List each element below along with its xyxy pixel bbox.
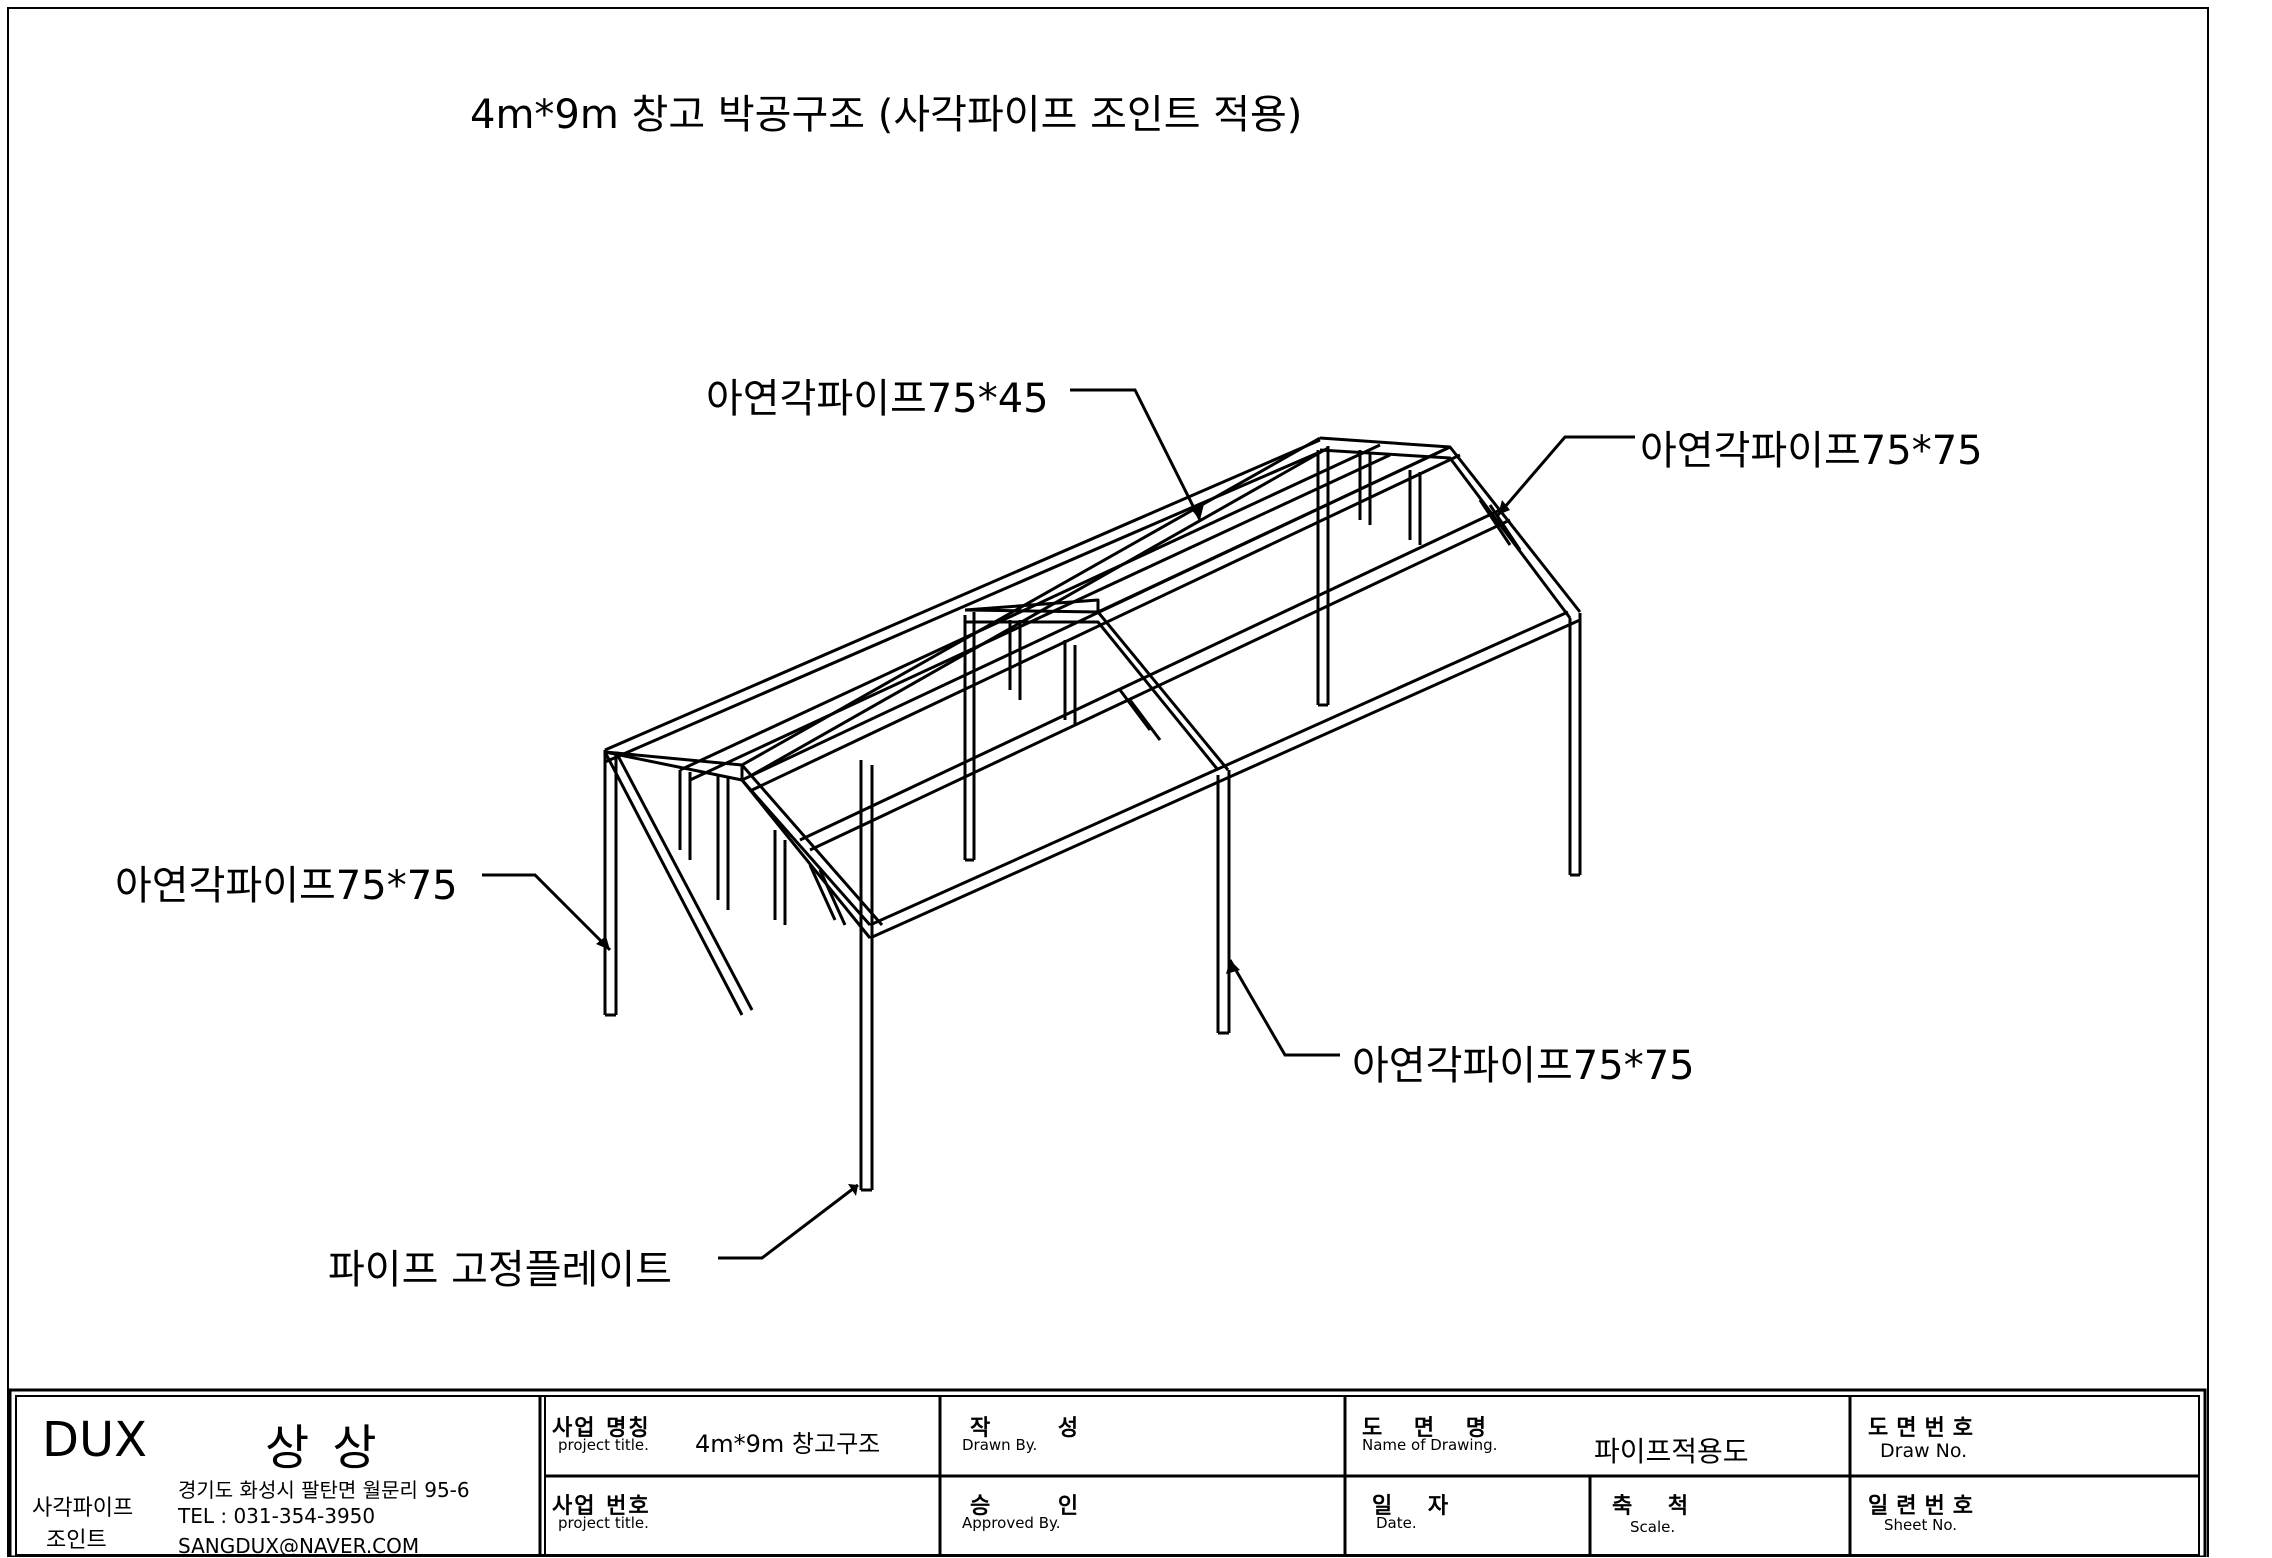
steel-frame bbox=[603, 436, 1582, 1192]
project-no-sub: project title. bbox=[558, 1514, 649, 1532]
company-brand: DUX bbox=[42, 1412, 147, 1468]
leader-base-plate bbox=[718, 1183, 859, 1260]
approved-by-label: 승 인 bbox=[970, 1494, 1109, 1519]
callout-middle-column: 아연각파이프75*75 bbox=[1352, 1043, 1695, 1089]
callout-left-column: 아연각파이프75*75 bbox=[115, 863, 458, 909]
scale-sub: Scale. bbox=[1630, 1518, 1676, 1536]
project-name-value: 4m*9m 창고구조 bbox=[695, 1430, 881, 1458]
front-gable-truss bbox=[603, 750, 884, 1016]
leader-arrowheads bbox=[596, 500, 1510, 1196]
scale-label: 축 척 bbox=[1612, 1494, 1703, 1519]
leader-lines bbox=[482, 388, 1635, 1260]
project-no-label: 사업 번호 bbox=[552, 1494, 651, 1519]
drawn-by-label: 작 성 bbox=[970, 1416, 1109, 1441]
drawing-name-value: 파이프적용도 bbox=[1594, 1435, 1749, 1468]
drawing-title: 4m*9m 창고 박공구조 (사각파이프 조인트 적용) bbox=[470, 92, 1303, 138]
company-address: 경기도 화성시 팔탄면 월문리 95-6 bbox=[178, 1478, 470, 1502]
ridge-and-purlins bbox=[679, 436, 1511, 852]
title-block-frame bbox=[8, 1388, 2207, 1557]
leader-top-ridge bbox=[1070, 388, 1202, 521]
sheet-no-sub: Sheet No. bbox=[1884, 1516, 1958, 1534]
callout-top-ridge: 아연각파이프75*45 bbox=[706, 376, 1049, 422]
drawing-no-label: 도면번호 bbox=[1868, 1416, 1981, 1441]
leader-left-column bbox=[482, 873, 612, 952]
company-email: SANGDUX@NAVER.COM bbox=[178, 1534, 420, 1558]
company-product-line2: 조인트 bbox=[46, 1528, 107, 1553]
approved-by-sub: Approved By. bbox=[962, 1514, 1061, 1532]
eave-rails bbox=[604, 438, 1581, 940]
callout-base-plate: 파이프 고정플레이트 bbox=[328, 1247, 672, 1293]
company-tel: TEL : 031-354-3950 bbox=[178, 1504, 376, 1528]
project-name-label: 사업 명칭 bbox=[552, 1416, 651, 1441]
columns bbox=[603, 446, 1582, 1192]
leader-right-gable bbox=[1496, 435, 1635, 516]
callout-right-gable: 아연각파이프75*75 bbox=[1640, 428, 1983, 474]
leader-middle-column bbox=[1228, 959, 1340, 1057]
company-name: 상 상 bbox=[265, 1420, 381, 1476]
project-name-sub: project title. bbox=[558, 1436, 649, 1454]
drawing-no-sub: Draw No. bbox=[1880, 1440, 1968, 1462]
drawing-name-label: 도 면 명 bbox=[1362, 1416, 1499, 1441]
date-label: 일 자 bbox=[1372, 1494, 1463, 1519]
drawn-by-sub: Drawn By. bbox=[962, 1436, 1038, 1454]
sheet-border bbox=[7, 7, 2209, 1557]
date-sub: Date. bbox=[1376, 1514, 1417, 1532]
company-product-line1: 사각파이프 bbox=[32, 1496, 134, 1521]
sheet-no-label: 일련번호 bbox=[1868, 1494, 1981, 1519]
drawing-name-sub: Name of Drawing. bbox=[1362, 1436, 1498, 1454]
